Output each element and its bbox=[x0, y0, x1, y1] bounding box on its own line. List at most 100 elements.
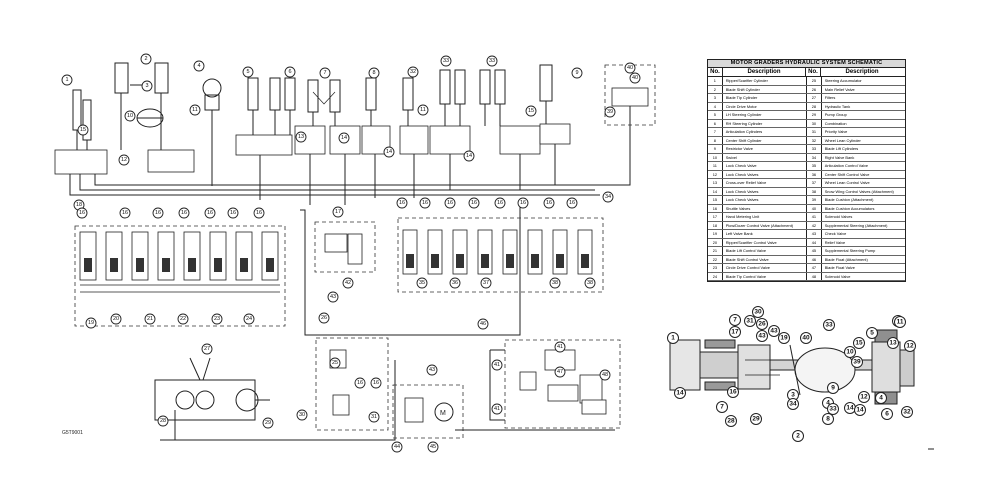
legend-header-row: No. Description No. Description bbox=[708, 68, 905, 77]
right-bank-16-callout: 16 bbox=[566, 197, 578, 209]
legend-description: LH Steering Cylinder bbox=[723, 111, 807, 119]
callout-label: 4 bbox=[879, 395, 883, 402]
callout-label: 41 bbox=[494, 406, 500, 412]
legend-title: MOTOR GRADERS HYDRAULIC SYSTEM SCHEMATIC bbox=[708, 60, 905, 68]
callout-36: 36 bbox=[449, 277, 461, 289]
legend-no: 21 bbox=[708, 247, 723, 255]
callout-5: 5 bbox=[242, 66, 254, 78]
callout-29: 29 bbox=[262, 417, 274, 429]
legend-no: 24 bbox=[708, 272, 723, 280]
callout-label: 33 bbox=[829, 406, 837, 413]
legend-description: Blade Lift Cylinders bbox=[824, 146, 859, 151]
callout-10: 10 bbox=[124, 110, 136, 122]
callout-label: 16 bbox=[729, 389, 737, 396]
machine-callout: 4 bbox=[875, 392, 887, 404]
machine-callout: 26 bbox=[756, 318, 768, 330]
callout-label: 3 bbox=[145, 83, 148, 89]
callout-label: 16 bbox=[230, 210, 236, 216]
legend-header-no: No. bbox=[708, 68, 723, 76]
legend-no: 36 bbox=[807, 170, 822, 178]
callout-label: 4 bbox=[197, 63, 200, 69]
callout-label: 17 bbox=[335, 209, 341, 215]
callout-label: 40 bbox=[627, 65, 633, 71]
legend-description: Blade Float Valve bbox=[824, 265, 855, 270]
legend-no: 28 bbox=[807, 102, 822, 110]
callout-label: 3 bbox=[791, 392, 795, 399]
legend-no: 43 bbox=[807, 230, 822, 238]
legend-description: Main Relief Valve bbox=[824, 86, 855, 92]
machine-callout: 16 bbox=[727, 386, 739, 398]
legend-no: 44 bbox=[807, 238, 822, 246]
machine-callout: 9 bbox=[827, 382, 839, 394]
machine-callout: 32 bbox=[901, 406, 913, 418]
callout-label: 11 bbox=[192, 107, 198, 113]
callout-35: 35 bbox=[416, 277, 428, 289]
legend-no: 45 bbox=[807, 247, 822, 255]
legend-description: Lock Check Valves bbox=[723, 187, 807, 195]
legend-no: 16 bbox=[708, 204, 723, 212]
machine-callout: 43 bbox=[756, 330, 768, 342]
legend-description: Lock Check Valves bbox=[723, 170, 807, 178]
callout-16s: 16 bbox=[370, 377, 382, 389]
callout-37: 37 bbox=[480, 277, 492, 289]
callout-44: 44 bbox=[391, 441, 403, 453]
legend-description: Circle Drive Control Valve bbox=[723, 264, 807, 272]
callout-label: 35 bbox=[419, 280, 425, 286]
legend-description: Plow/Dozer Control Valve (Attachment) bbox=[723, 221, 807, 229]
callout-label: 16 bbox=[373, 380, 379, 386]
callout-label: 16 bbox=[569, 200, 575, 206]
legend-description: Solenoid Valve bbox=[824, 273, 851, 279]
lower-circuit: M bbox=[154, 337, 621, 441]
legend-description: Articulation Control Valve bbox=[824, 163, 869, 168]
callout-label: 6 bbox=[288, 69, 291, 75]
legend-description: Blade Tip Control Valve bbox=[723, 272, 807, 280]
callout-3: 3 bbox=[141, 80, 153, 92]
callout-32: 32 bbox=[407, 66, 419, 78]
callout-38b: 38 bbox=[584, 277, 596, 289]
callout-label: 36 bbox=[452, 280, 458, 286]
callout-label: 31 bbox=[371, 414, 377, 420]
callout-label: 16 bbox=[399, 200, 405, 206]
legend-table: MOTOR GRADERS HYDRAULIC SYSTEM SCHEMATIC… bbox=[707, 59, 906, 282]
legend-no: 18 bbox=[708, 221, 723, 229]
legend-no: 34 bbox=[807, 153, 822, 161]
machine-callout: 6 bbox=[881, 408, 893, 420]
right-bank-16-callout: 16 bbox=[494, 197, 506, 209]
callout-label: 19 bbox=[780, 335, 788, 342]
callout-label: 30 bbox=[754, 309, 762, 316]
callout-label: 17 bbox=[731, 329, 739, 336]
legend-no: 14 bbox=[708, 187, 723, 195]
machine-callout: 12 bbox=[904, 340, 916, 352]
callout-label: 32 bbox=[903, 409, 911, 416]
callout-label: 33 bbox=[443, 58, 449, 64]
callout-label: 14 bbox=[846, 405, 854, 412]
callout-14b: 14 bbox=[383, 146, 395, 158]
callout-label: 2 bbox=[796, 433, 800, 440]
legend-no: 15 bbox=[708, 196, 723, 204]
legend-no: 30 bbox=[807, 119, 822, 127]
legend-description: Steering Accumulator bbox=[824, 78, 862, 83]
callout-18: 18 bbox=[73, 199, 85, 211]
legend-description: Ripper/Scarifier Cylinder bbox=[723, 77, 807, 85]
legend-description: Shuttle Valves bbox=[723, 204, 807, 212]
callout-24: 24 bbox=[243, 313, 255, 325]
callout-label: 14 bbox=[386, 149, 392, 155]
machine-callout: 43 bbox=[768, 325, 780, 337]
machine-callout: 28 bbox=[725, 415, 737, 427]
legend-no: 3 bbox=[708, 94, 723, 102]
right-bank-16-callout: 16 bbox=[444, 197, 456, 209]
legend-no: 6 bbox=[708, 119, 723, 127]
